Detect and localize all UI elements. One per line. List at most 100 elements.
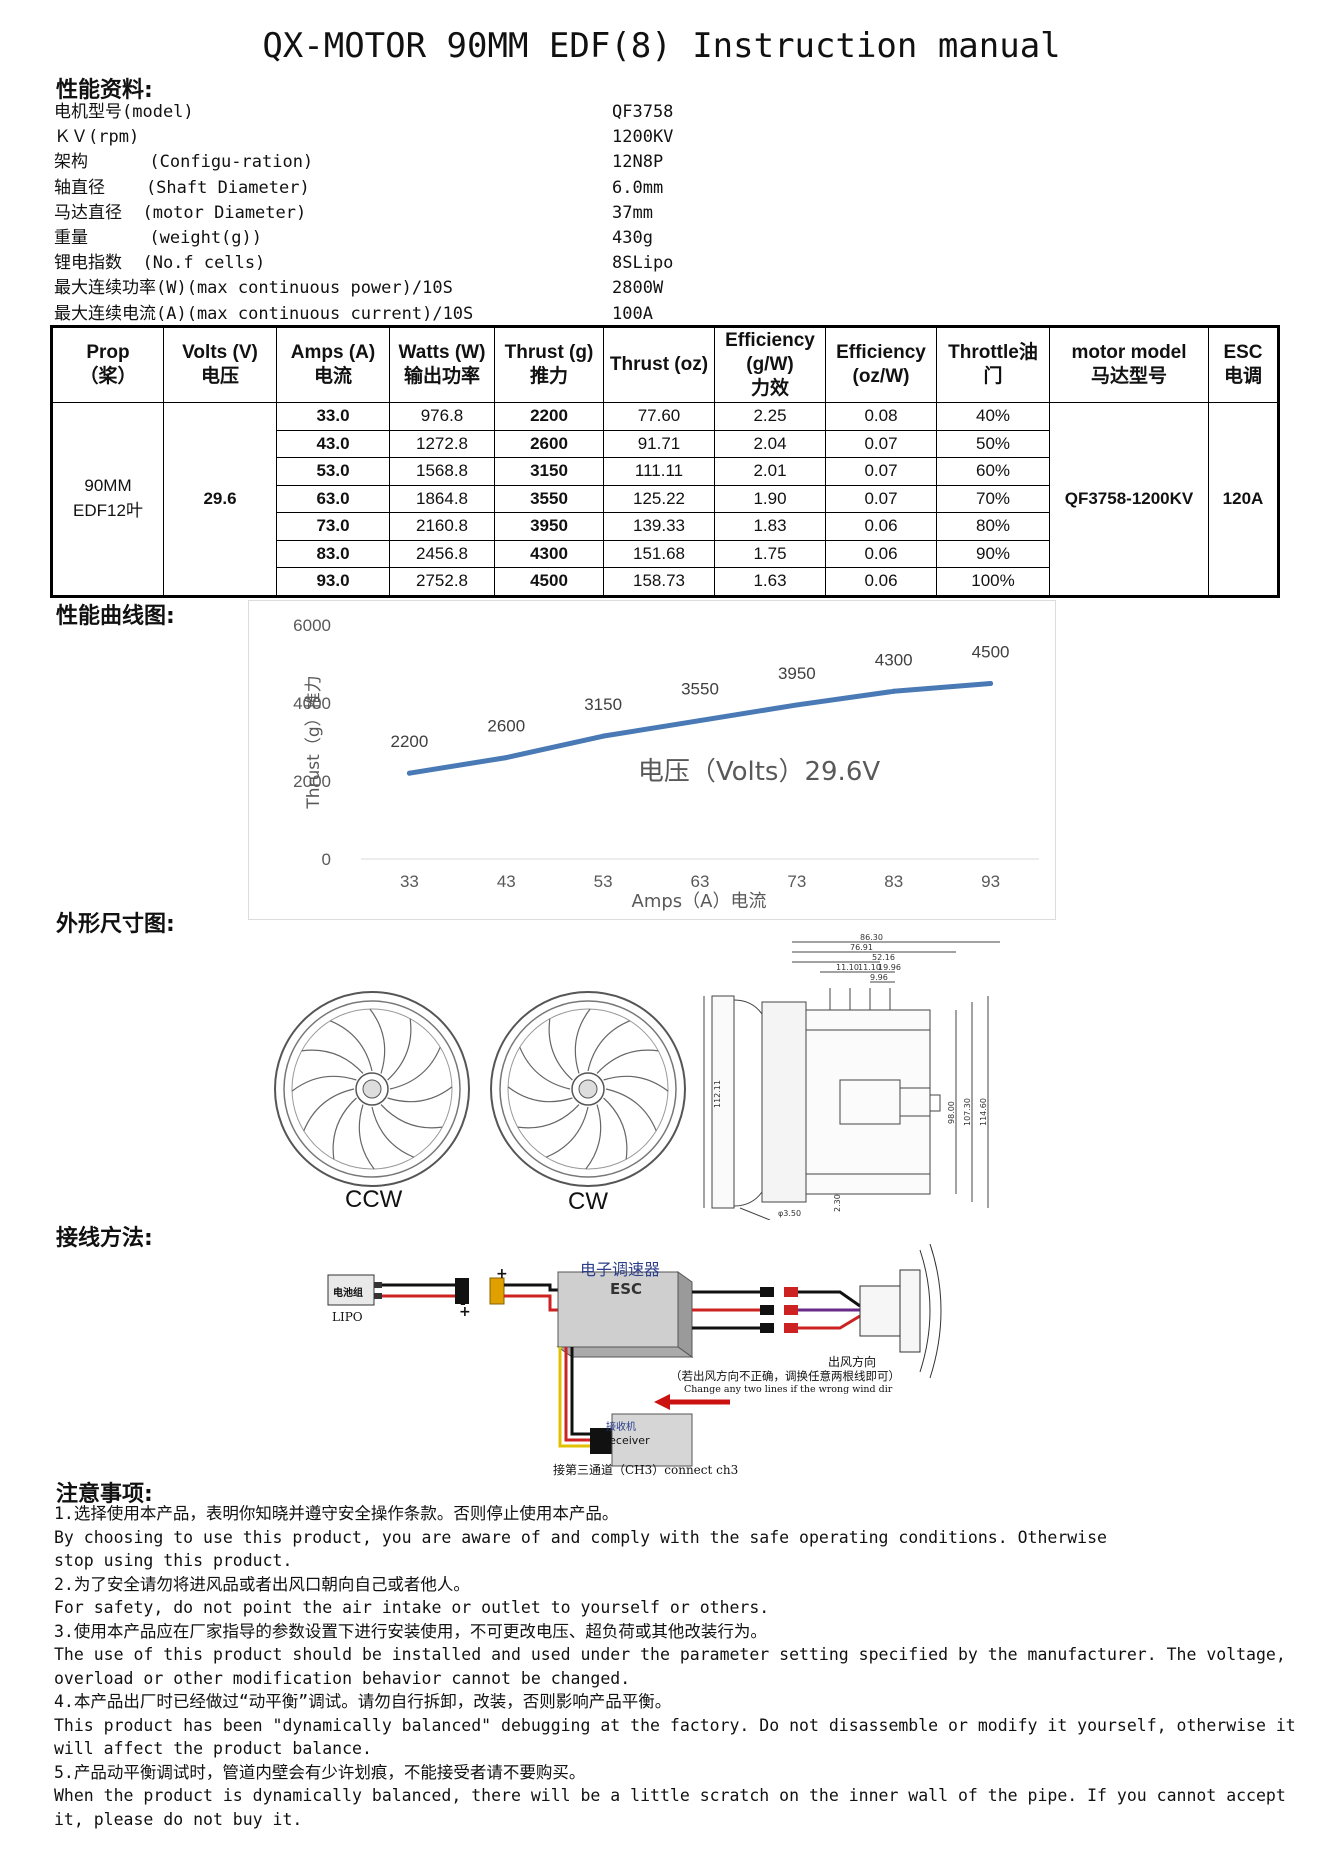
table-cell: 1.90 [714,484,826,513]
spec-label: ＫＶ(rpm) [54,127,140,148]
table-cell: 0.06 [825,567,937,597]
table-header-line: Volts (V) [182,342,258,363]
dim-114-60: 114.60 [979,1098,988,1126]
note-line: 5.产品动平衡调试时，管道内壁会有少许划痕，不能接受者请不要购买。 [54,1762,586,1782]
table-header-cell: Prop（桨） [51,326,164,403]
data-label: 3150 [584,695,622,714]
note-line: 1.选择使用本产品，表明你知晓并遵守安全操作条款。否则停止使用本产品。 [54,1504,619,1523]
table-cell: 91.71 [603,429,715,458]
table-header-line: 电压 [200,366,239,387]
dim-98-00: 98.00 [947,1101,956,1124]
table-header-line: (g/W) [746,354,794,375]
fan-blade [371,1106,415,1158]
fan-blade [574,1008,591,1074]
volts-cell: 29.6 [163,402,277,597]
voltage-annotation: 电压（Volts）29.6V [638,757,881,787]
motor-model-cell: QF3758-1200KV [1049,402,1209,597]
note-line: 2.为了安全请勿将进风品或者出风口朝向自己或者他人。 [54,1574,470,1594]
airflow-tip-en: Change any two lines if the wrong wind d… [684,1384,893,1395]
fan-blade [587,1020,631,1072]
fan-blade [519,1046,571,1090]
table-cell: 125.22 [603,484,715,513]
table-cell: 1864.8 [389,484,495,513]
fan-blade [380,1104,443,1129]
side-dimension-drawing: 86.30 76.91 52.16 11.10 11.10 19.96 9.96… [703,933,1000,1220]
data-point [600,733,606,739]
dim-19-96: 19.96 [878,963,901,972]
table-cell: 77.60 [603,402,715,431]
y-tick-label: 0 [322,850,331,869]
table-header-line: (oz/W) [852,366,910,387]
spec-value: QF3758 [612,102,674,122]
fan-blade [603,1097,628,1160]
fan-blade [389,1046,441,1090]
ch3-label: 接第三通道（CH3）connect ch3 [553,1463,739,1477]
table-header-line: 马达型号 [1090,366,1167,387]
table-cell: 100% [936,567,1050,597]
y-tick-label: 6000 [293,616,331,635]
table-cell: 43.0 [276,429,390,458]
table-cell: 0.07 [825,429,937,458]
section-wiring-heading: 接线方法: [56,1226,153,1251]
esc-cell: 120A [1208,402,1279,597]
fan-blade [585,1104,602,1170]
receiver-cn-label: 接收机 [606,1422,636,1433]
table-cell: 0.07 [825,484,937,513]
prop-line: EDF12叶 [73,501,143,521]
table-header-line: motor model [1071,342,1187,363]
dim-112-11: 112.11 [713,1080,722,1108]
note-line: it, please do not buy it. [54,1809,303,1829]
dim-107-30: 107.30 [963,1098,972,1126]
spec-value: 12N8P [612,152,664,173]
table-cell: 93.0 [276,567,390,597]
spec-value: 430g [612,228,653,248]
table-cell: 63.0 [276,484,390,513]
fan-blade [358,1104,375,1170]
spec-label: 轴直径 (Shaft Diameter) [54,177,310,198]
table-header-line: （桨） [79,366,137,387]
table-header-cell: Volts (V) 电压 [163,326,277,403]
notes-list: 1.选择使用本产品，表明你知晓并遵守安全操作条款。否则停止使用本产品。 By ch… [54,1502,1296,1831]
table-cell: 40% [936,402,1050,431]
data-point [503,755,509,761]
dim-9-96: 9.96 [870,973,888,982]
x-tick-label: 53 [594,872,613,891]
note-line: By choosing to use this product, you are… [54,1527,1107,1547]
table-header-line: Thrust (oz) [609,354,709,375]
esc-en-label: ESC [610,1280,643,1298]
table-cell: 1272.8 [389,429,495,458]
data-label: 3950 [778,664,816,683]
cw-fan-drawing [490,991,686,1187]
table-header-cell: Watts (W)输出功率 [389,326,495,403]
fan-blade [387,1086,453,1103]
airflow-tip-cn: （若出风方向不正确，调换任意两根线即可） [670,1369,900,1383]
data-label: 2600 [487,717,525,736]
spec-label: 最大连续电流(A)(max continuous current)/10S [54,303,474,324]
note-line: 3.使用本产品应在厂家指导的参数设置下进行安装使用，不可更改电压、超负荷或其他改… [54,1621,767,1641]
table-header-line: Throttle油 [948,342,1038,363]
spec-label: 架构 (Configu-ration) [54,152,314,173]
page-title: QX-MOTOR 90MM EDF(8) Instruction manual [262,26,1061,66]
table-header-cell: Efficiency(g/W)力效 [714,326,826,403]
lipo-label: LIPO [332,1310,363,1324]
dim-52-16: 52.16 [872,953,895,962]
table-cell: 1.75 [714,539,826,568]
receiver-en-label: Receiver [602,1434,650,1447]
spec-value: 100A [612,303,653,324]
spec-label: 最大连续功率(W)(max continuous power)/10S [54,278,453,299]
ccw-fan-drawing [274,991,470,1187]
spec-value: 1200KV [612,127,674,148]
data-label: 4500 [972,643,1010,662]
table-cell: 0.07 [825,457,937,486]
table-header-line: 电流 [313,366,352,387]
ccw-label: CCW [345,1186,403,1213]
table-cell: 60% [936,457,1050,486]
dim-phi-3-50: φ3.50 [778,1209,801,1218]
table-cell: 139.33 [603,512,715,541]
table-header-cell: Amps (A)电流 [276,326,390,403]
fan-views [274,991,686,1187]
